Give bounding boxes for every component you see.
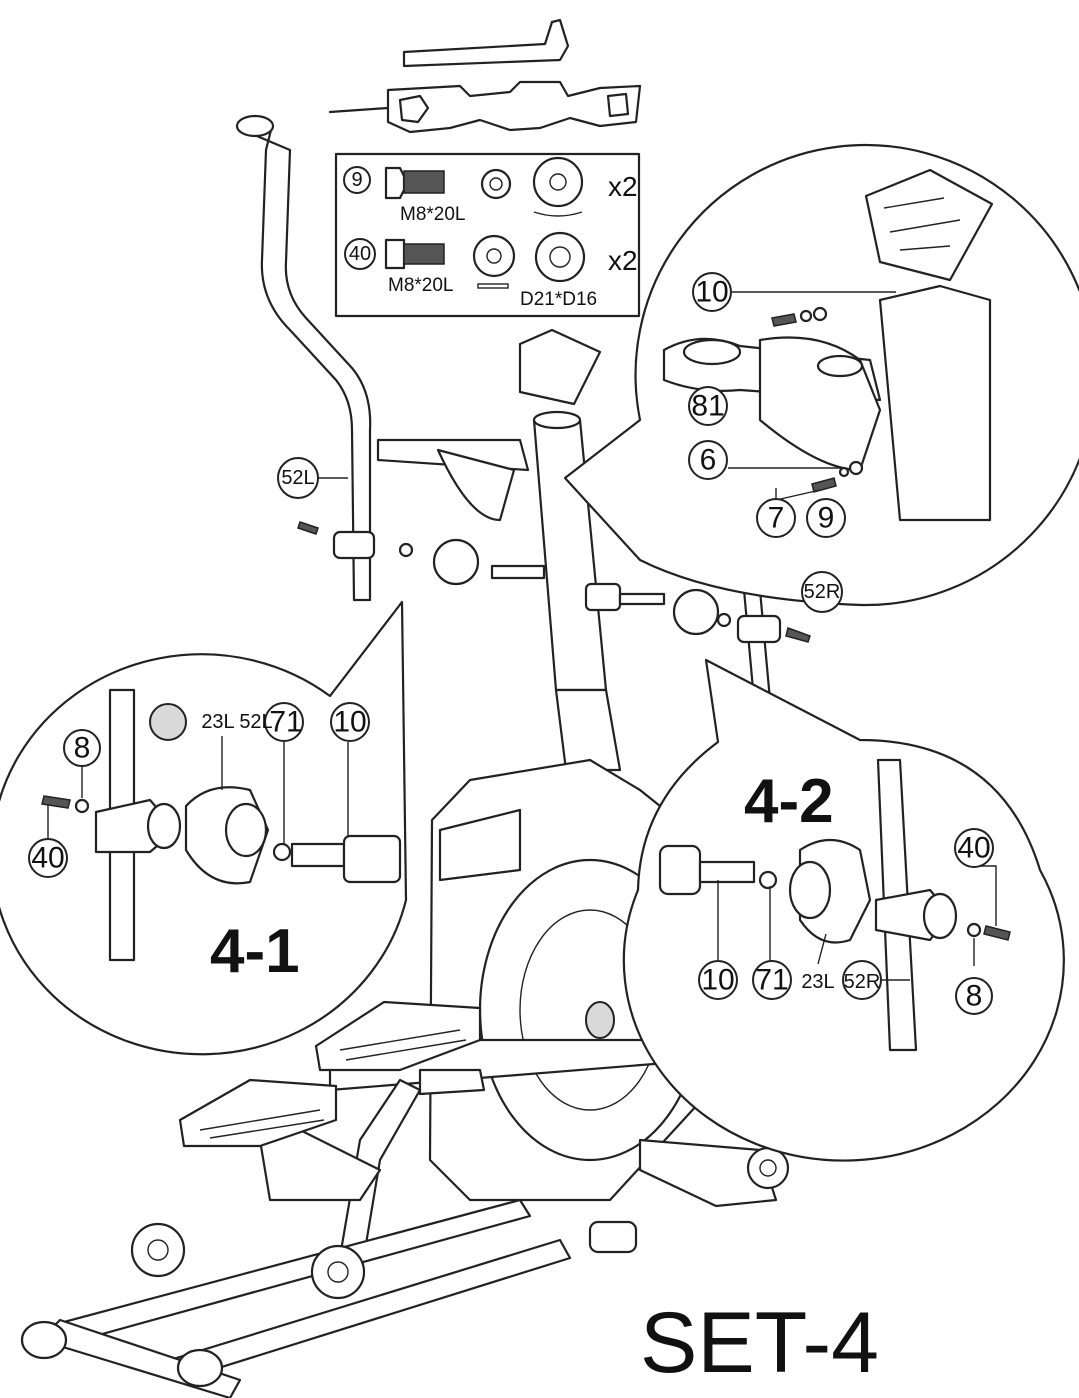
callout-markers bbox=[28, 272, 994, 1015]
callout-40-right: 40 bbox=[957, 832, 990, 865]
callout-81: 81 bbox=[691, 390, 724, 423]
callout-8-right: 8 bbox=[966, 980, 983, 1013]
set-title: SET-4 bbox=[640, 1295, 879, 1391]
hw-row1-part: 9 bbox=[351, 169, 362, 191]
hw-row1-size: M8*20L bbox=[400, 204, 466, 225]
hw-row2-qty: x2 bbox=[608, 245, 638, 276]
callout-10-left: 10 bbox=[333, 706, 366, 739]
callout-52R-right: 52R bbox=[844, 971, 881, 993]
callout-52R-main: 52R bbox=[804, 581, 841, 603]
callout-71-left: 71 bbox=[269, 706, 302, 739]
callout-7: 7 bbox=[768, 502, 785, 535]
hw-row2-part: 40 bbox=[349, 243, 371, 265]
callout-52L-left: 52L bbox=[239, 711, 272, 733]
detail-circle-4-2 bbox=[622, 658, 1065, 1162]
callout-9: 9 bbox=[818, 502, 835, 535]
hw-row2-washer-size: D21*D16 bbox=[520, 289, 597, 310]
allen-key-tool bbox=[402, 18, 570, 68]
detail-circle-top-right bbox=[563, 143, 1079, 607]
hw-row2-size: M8*20L bbox=[388, 275, 454, 296]
callout-71-right: 71 bbox=[755, 964, 788, 997]
callout-10-top: 10 bbox=[695, 276, 728, 309]
callout-8-left: 8 bbox=[74, 732, 91, 765]
hardware-box bbox=[334, 152, 641, 318]
detail-label-4-2: 4-2 bbox=[744, 767, 834, 836]
hw-row1-qty: x2 bbox=[608, 171, 638, 202]
detail-circle-4-1 bbox=[0, 600, 408, 1056]
detail-label-4-1: 4-1 bbox=[210, 917, 300, 986]
callout-10-right: 10 bbox=[701, 964, 734, 997]
callout-6: 6 bbox=[700, 444, 717, 477]
callout-52L-main: 52L bbox=[281, 467, 314, 489]
callout-23L-right: 23L bbox=[801, 971, 834, 993]
wrench-tool bbox=[328, 80, 642, 134]
callout-40-left: 40 bbox=[31, 842, 64, 875]
callout-23L-left: 23L bbox=[201, 711, 234, 733]
